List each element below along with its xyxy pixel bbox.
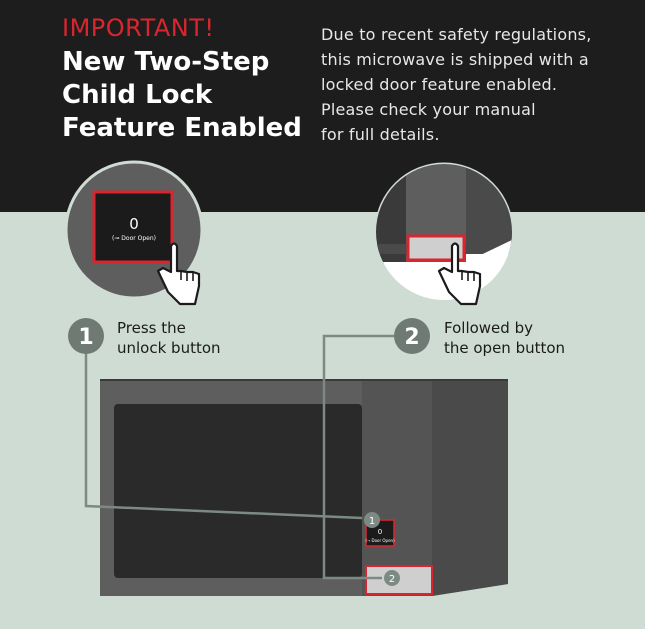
small-badge-2-number: 2 bbox=[389, 574, 395, 585]
intro-line-4: Please check your manual bbox=[321, 100, 536, 119]
step-1-text: Press the unlock button bbox=[117, 318, 221, 358]
hand-pointer-icon-2 bbox=[437, 242, 482, 306]
microwave-side bbox=[432, 380, 508, 596]
step-2-line-1: Followed by bbox=[444, 319, 533, 337]
display-label: (⊸ Door Open) bbox=[112, 235, 156, 242]
step-2-text: Followed by the open button bbox=[444, 318, 565, 358]
intro-line-5: for full details. bbox=[321, 125, 440, 144]
intro-line-3: locked door feature enabled. bbox=[321, 75, 558, 94]
small-display-digit: 0 bbox=[378, 528, 382, 536]
display-panel bbox=[92, 190, 174, 264]
step-1-badge bbox=[68, 318, 104, 354]
headline-line-2: Child Lock bbox=[62, 80, 213, 110]
headline: New Two-Step Child Lock Feature Enabled bbox=[62, 46, 302, 145]
microwave-window bbox=[114, 404, 362, 578]
small-badge-1 bbox=[364, 512, 380, 528]
small-badge-1-number: 1 bbox=[369, 516, 375, 527]
display-digit: 0 bbox=[129, 215, 139, 233]
microwave: 0 (⊸ Door Open) bbox=[100, 379, 508, 596]
step-1-line-1: Press the bbox=[117, 319, 186, 337]
detail-circle-open bbox=[374, 162, 514, 306]
detail-circle-unlock: 0 (⊸ Door Open) bbox=[64, 160, 204, 306]
important-label: IMPORTANT! bbox=[62, 14, 215, 42]
step-2-number: 2 bbox=[404, 325, 419, 350]
headline-line-1: New Two-Step bbox=[62, 47, 270, 77]
small-display-label: (⊸ Door Open) bbox=[365, 538, 395, 543]
control-panel bbox=[362, 380, 432, 596]
step-2-badge bbox=[394, 318, 430, 354]
step-1-number: 1 bbox=[78, 325, 93, 350]
step-1-line-2: unlock button bbox=[117, 339, 221, 357]
intro-line-2: this microwave is shipped with a bbox=[321, 50, 589, 69]
headline-line-3: Feature Enabled bbox=[62, 113, 302, 143]
hand-pointer-icon bbox=[156, 242, 201, 306]
connector-line-1 bbox=[84, 352, 363, 520]
intro-text: Due to recent safety regulations, this m… bbox=[321, 22, 591, 147]
small-badge-2 bbox=[384, 570, 400, 586]
intro-line-1: Due to recent safety regulations, bbox=[321, 25, 592, 44]
step-2-line-2: the open button bbox=[444, 339, 566, 357]
connector-line-2 bbox=[322, 334, 396, 580]
